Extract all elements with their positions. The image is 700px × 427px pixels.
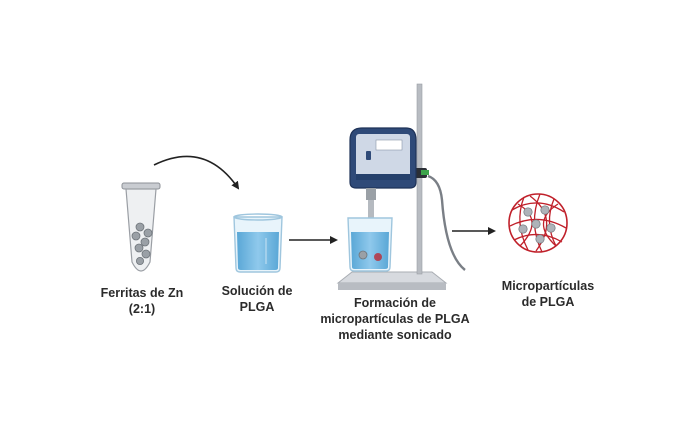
label-microparticles: Micropartículas de PLGA <box>493 278 603 310</box>
curved-arrow-icon <box>153 155 240 190</box>
sonicator-icon <box>336 83 466 290</box>
label-sonication: Formación de micropartículas de PLGA med… <box>315 295 475 343</box>
label-line: Formación de <box>354 296 436 310</box>
label-ferrites: Ferritas de Zn (2:1) <box>96 285 188 317</box>
label-line: mediante sonicado <box>338 328 452 342</box>
label-plga-solution: Solución de PLGA <box>210 283 304 315</box>
label-line: Micropartículas <box>501 279 595 293</box>
label-line: micropartículas de PLGA <box>320 312 470 326</box>
label-line: de PLGA <box>521 295 575 309</box>
ferrite-particles-icon <box>131 222 153 265</box>
label-line: PLGA <box>239 300 275 314</box>
beaker-icon <box>233 213 283 273</box>
tube-icon <box>121 182 161 272</box>
label-line: Solución de <box>221 284 293 298</box>
microparticle-icon <box>508 193 568 253</box>
label-line: Ferritas de Zn <box>100 286 184 300</box>
label-line: (2:1) <box>128 302 156 316</box>
